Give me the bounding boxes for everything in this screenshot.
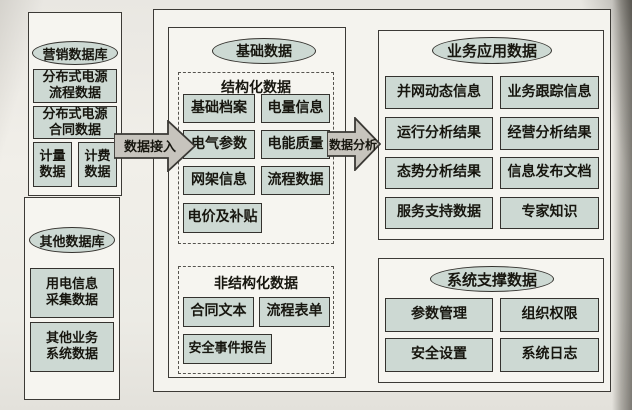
grid-info-label: 网架信息	[191, 171, 247, 188]
dg-process-data-box: 分布式电源 流程数据	[33, 69, 117, 103]
dg-process-data-line2: 流程数据	[48, 86, 101, 101]
structured-data-title: 结构化数据	[221, 80, 291, 96]
energy-info-box: 电量信息	[261, 94, 330, 123]
management-analysis-result-label: 经营分析结果	[507, 124, 592, 141]
service-support-data-box: 服务支持数据	[385, 197, 493, 229]
metering-line2: 数据	[39, 164, 66, 180]
process-data-label: 流程数据	[267, 171, 324, 188]
price-subsidy-label: 电价及补贴	[187, 209, 258, 226]
info-release-doc-box: 信息发布文档	[500, 157, 599, 189]
data-analysis-arrow: 数据分析	[327, 117, 381, 171]
billing-data-box: 计费 数据	[78, 142, 117, 187]
other-biz-line2: 系统数据	[45, 347, 98, 362]
dg-contract-data-line1: 分布式电源	[42, 106, 108, 122]
param-management-label: 参数管理	[411, 306, 467, 323]
situation-analysis-result-label: 态势分析结果	[397, 164, 481, 181]
expert-knowledge-box: 专家知识	[500, 197, 599, 229]
unstructured-data-title: 非结构化数据	[214, 276, 298, 292]
security-event-report-box: 安全事件报告	[183, 334, 272, 364]
operation-analysis-result-label: 运行分析结果	[397, 124, 481, 141]
price-subsidy-box: 电价及补贴	[183, 203, 262, 233]
management-analysis-result-box: 经营分析结果	[500, 117, 599, 150]
system-support-ellipse: 系统支撑数据	[430, 266, 554, 292]
business-tracking-info-label: 业务跟踪信息	[507, 83, 592, 100]
marketing-database-title: 营销数据库	[42, 47, 108, 63]
other-business-data-box: 其他业务 系统数据	[30, 322, 114, 372]
expert-knowledge-label: 专家知识	[521, 204, 578, 221]
electrical-params-label: 电气参数	[191, 135, 247, 152]
other-database-ellipse: 其他数据库	[29, 227, 115, 253]
org-permission-label: 组织权限	[521, 306, 578, 323]
unstructured-data-block: 非结构化数据	[178, 266, 334, 374]
service-support-data-label: 服务支持数据	[397, 204, 481, 221]
process-form-box: 流程表单	[259, 297, 330, 327]
billing-line2: 数据	[84, 164, 111, 180]
grid-connection-dynamic-info-label: 并网动态信息	[397, 83, 481, 100]
data-analysis-arrow-label: 数据分析	[329, 137, 377, 152]
basic-data-title: 基础数据	[236, 44, 292, 60]
param-management-box: 参数管理	[385, 298, 493, 332]
metering-data-box: 计量 数据	[33, 142, 72, 187]
security-event-report-label: 安全事件报告	[188, 341, 267, 357]
business-application-ellipse: 业务应用数据	[432, 37, 552, 64]
other-database-title: 其他数据库	[39, 234, 105, 250]
power-consumption-data-box: 用电信息 采集数据	[30, 268, 114, 318]
system-support-title: 系统支撑数据	[446, 270, 537, 289]
operation-analysis-result-box: 运行分析结果	[385, 117, 493, 150]
system-log-box: 系统日志	[500, 338, 599, 372]
basic-archives-label: 基础档案	[191, 99, 247, 116]
process-data-box: 流程数据	[261, 166, 330, 195]
basic-data-ellipse: 基础数据	[212, 38, 316, 64]
consumption-line1: 用电信息	[45, 277, 98, 293]
grid-connection-dynamic-info-box: 并网动态信息	[385, 76, 493, 109]
data-access-arrow-shape	[114, 120, 196, 172]
marketing-database-ellipse: 营销数据库	[32, 41, 118, 65]
org-permission-box: 组织权限	[500, 298, 599, 332]
process-form-label: 流程表单	[266, 303, 323, 320]
business-tracking-info-box: 业务跟踪信息	[500, 76, 599, 109]
contract-text-box: 合同文本	[183, 297, 254, 327]
data-analysis-arrow-shape	[327, 117, 381, 171]
data-access-arrow-label: 数据接入	[124, 139, 176, 155]
contract-text-label: 合同文本	[190, 303, 247, 320]
security-settings-label: 安全设置	[411, 346, 467, 363]
energy-info-label: 电量信息	[267, 99, 324, 116]
info-release-doc-label: 信息发布文档	[507, 164, 592, 181]
consumption-line2: 采集数据	[45, 293, 98, 308]
other-biz-line1: 其他业务	[45, 331, 98, 347]
power-quality-label: 电能质量	[267, 135, 324, 152]
dg-contract-data-line2: 合同数据	[48, 122, 101, 138]
dg-contract-data-box: 分布式电源 合同数据	[33, 106, 117, 139]
security-settings-box: 安全设置	[385, 338, 493, 372]
grid-info-box: 网架信息	[183, 166, 255, 195]
business-application-title: 业务应用数据	[446, 42, 537, 60]
power-quality-box: 电能质量	[261, 130, 330, 159]
system-log-label: 系统日志	[521, 346, 578, 363]
metering-line1: 计量	[39, 148, 66, 164]
data-access-arrow: 数据接入	[114, 120, 196, 172]
dg-process-data-line1: 分布式电源	[42, 70, 108, 86]
basic-archives-box: 基础档案	[183, 94, 255, 123]
billing-line1: 计费	[84, 148, 111, 164]
page-edge-shadow	[612, 0, 632, 410]
situation-analysis-result-box: 态势分析结果	[385, 157, 493, 189]
